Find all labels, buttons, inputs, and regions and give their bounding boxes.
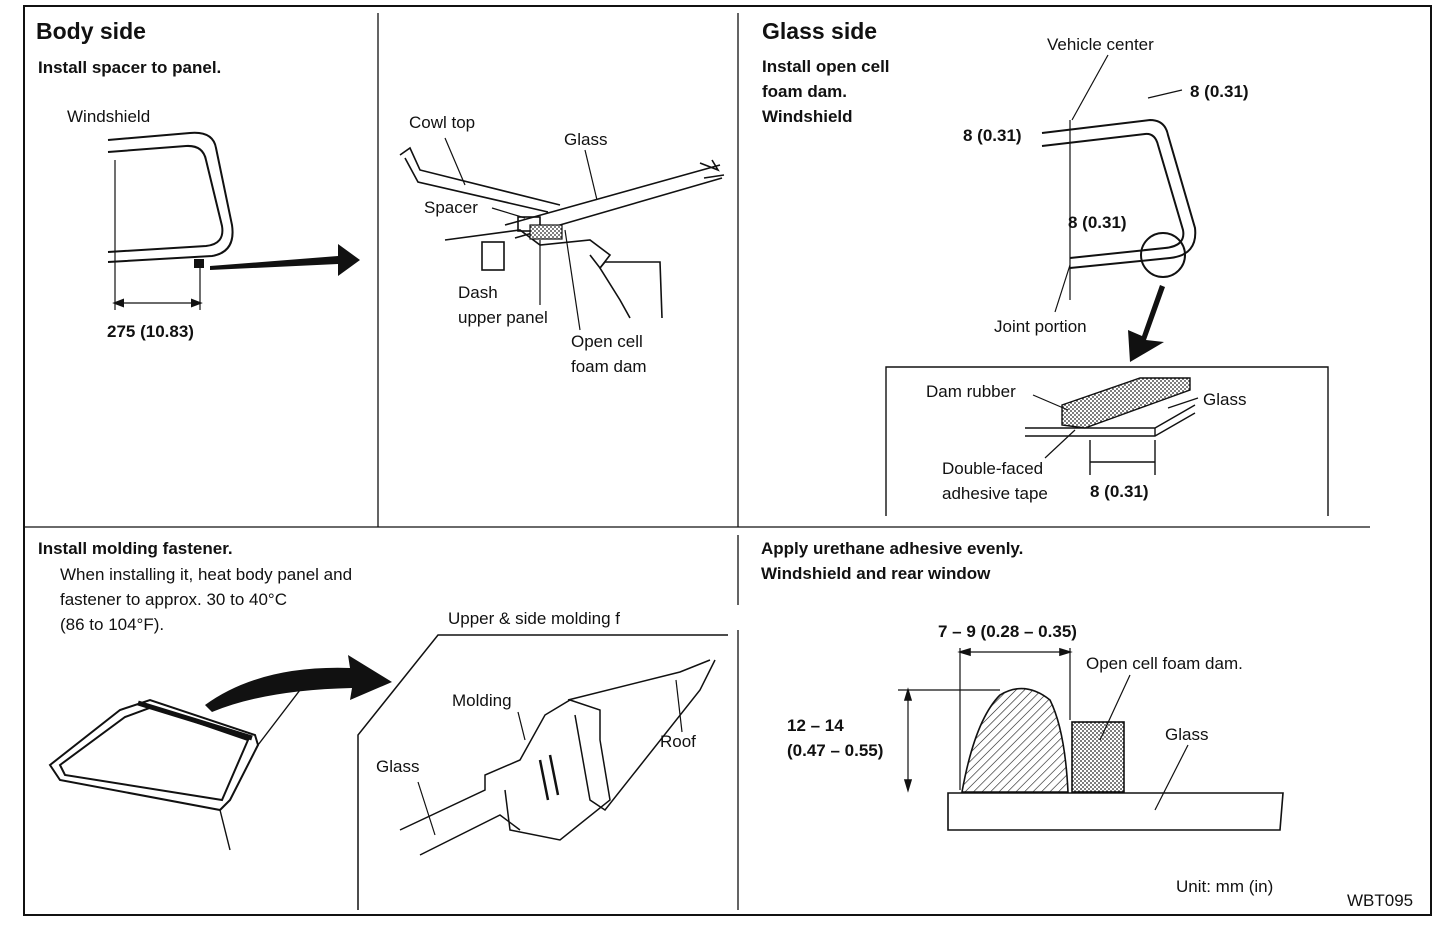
urethane-heading-line2: Windshield and rear window bbox=[761, 564, 991, 583]
body-side-heading: Body side bbox=[36, 18, 146, 44]
foam-dam-urethane bbox=[1071, 721, 1125, 793]
dim-label-left: 8 (0.31) bbox=[963, 126, 1022, 145]
foam-dam-label-urethane: Open cell foam dam. bbox=[1086, 654, 1243, 673]
urethane-heading-line1: Apply urethane adhesive evenly. bbox=[761, 539, 1024, 558]
molding-inset-title: Upper & side molding f bbox=[448, 609, 620, 628]
vehicle-center-label: Vehicle center bbox=[1047, 35, 1154, 54]
glass-label-cowl: Glass bbox=[564, 130, 608, 149]
dim-label-bottom: 8 (0.31) bbox=[1068, 213, 1127, 232]
dim-label-top: 8 (0.31) bbox=[1190, 82, 1249, 101]
glass-side-windshield bbox=[1041, 118, 1197, 300]
foam-dam-label-line1: Open cell bbox=[571, 332, 643, 351]
glass-side-arrow bbox=[1128, 285, 1165, 362]
molding-note-line3: (86 to 104°F). bbox=[60, 615, 165, 634]
roof-label: Roof bbox=[660, 732, 696, 751]
glass-side-instruction-line2: foam dam. bbox=[762, 82, 848, 101]
glass-label-urethane: Glass bbox=[1165, 725, 1209, 744]
dim-label-tape: 8 (0.31) bbox=[1090, 482, 1149, 501]
glass-side-instruction-line1: Install open cell bbox=[762, 57, 890, 76]
bead-width-label: 7 – 9 (0.28 – 0.35) bbox=[938, 622, 1077, 641]
body-side-arrow bbox=[210, 244, 360, 276]
spacer-distance-label: 275 (10.83) bbox=[107, 322, 194, 341]
tape-label-line2: adhesive tape bbox=[942, 484, 1048, 503]
dam-rubber-block bbox=[1061, 377, 1191, 429]
foam-dam-label-line2: foam dam bbox=[571, 357, 647, 376]
bead-height-line2: (0.47 – 0.55) bbox=[787, 741, 884, 760]
cowl-top-label: Cowl top bbox=[409, 113, 476, 132]
joint-portion-label: Joint portion bbox=[994, 317, 1087, 336]
molding-windshield bbox=[48, 689, 301, 851]
body-side-instruction: Install spacer to panel. bbox=[38, 58, 222, 77]
unit-label: Unit: mm (in) bbox=[1176, 877, 1274, 896]
molding-inset bbox=[357, 634, 728, 910]
molding-arrow bbox=[205, 655, 392, 712]
body-side-windshield bbox=[107, 131, 234, 310]
dam-rubber-label: Dam rubber bbox=[926, 382, 1016, 401]
figure-frame bbox=[23, 5, 1432, 916]
molding-label: Molding bbox=[452, 691, 512, 710]
panel-dividers bbox=[25, 13, 1370, 910]
molding-note-line2: fastener to approx. 30 to 40°C bbox=[60, 590, 287, 609]
glass-label-inset: Glass bbox=[1203, 390, 1247, 409]
foam-dam-cowl bbox=[529, 224, 563, 240]
glass-label-molding: Glass bbox=[376, 757, 420, 776]
bead-height-line1: 12 – 14 bbox=[787, 716, 844, 735]
molding-heading: Install molding fastener. bbox=[38, 539, 233, 558]
dash-label-line1: Dash bbox=[458, 283, 498, 302]
spacer-label: Spacer bbox=[424, 198, 478, 217]
urethane-bead bbox=[961, 687, 1069, 793]
molding-note-line1: When installing it, heat body panel and bbox=[60, 565, 353, 584]
glass-side-heading: Glass side bbox=[762, 18, 878, 44]
dash-label-line2: upper panel bbox=[458, 308, 548, 327]
windshield-label: Windshield bbox=[67, 107, 151, 126]
leader-lines bbox=[417, 54, 1199, 836]
figure-code: WBT095 bbox=[1347, 891, 1414, 910]
urethane-section bbox=[898, 647, 1284, 831]
tape-label-line1: Double-faced bbox=[942, 459, 1044, 478]
glass-side-instruction-line3: Windshield bbox=[762, 107, 853, 126]
